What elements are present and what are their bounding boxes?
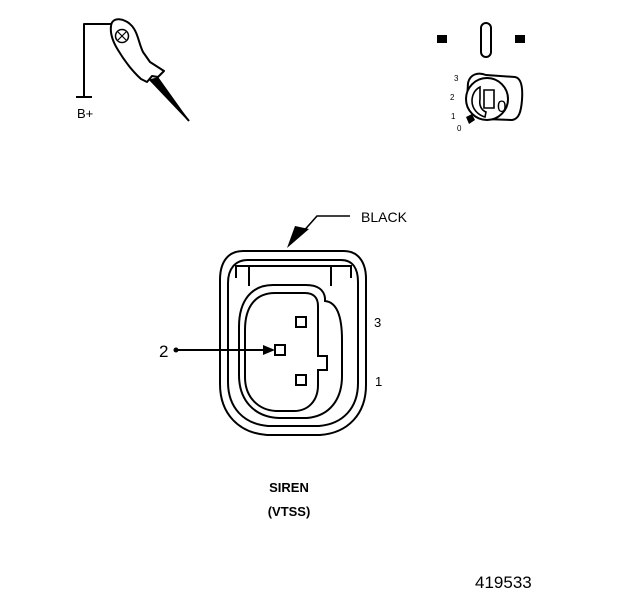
connector-housing bbox=[219, 250, 367, 436]
switch-position-1: 1 bbox=[451, 112, 456, 121]
pin-number-3: 3 bbox=[374, 315, 381, 330]
supply-label: B+ bbox=[77, 106, 93, 121]
switch-position-3: 3 bbox=[454, 74, 459, 83]
pin-3-cavity bbox=[295, 316, 307, 328]
pin-callout-arrow bbox=[173, 345, 275, 355]
figure-number: 419533 bbox=[475, 573, 532, 592]
pin-callout-label: 2 bbox=[159, 342, 168, 361]
pin-1-cavity bbox=[295, 374, 307, 386]
pin-number-1: 1 bbox=[375, 374, 382, 389]
switch-position-2: 2 bbox=[450, 93, 455, 102]
connector-color-label: BLACK bbox=[361, 209, 408, 225]
pin-2-cavity bbox=[274, 344, 286, 356]
ignition-switch-icon bbox=[437, 22, 525, 124]
connector-subtitle: (VTSS) bbox=[268, 504, 311, 519]
key-marking: 0 bbox=[497, 97, 506, 116]
color-callout-leader bbox=[287, 215, 350, 248]
test-probe-icon bbox=[76, 18, 190, 122]
connector-name: SIREN bbox=[269, 480, 309, 495]
switch-position-0: 0 bbox=[457, 124, 462, 133]
